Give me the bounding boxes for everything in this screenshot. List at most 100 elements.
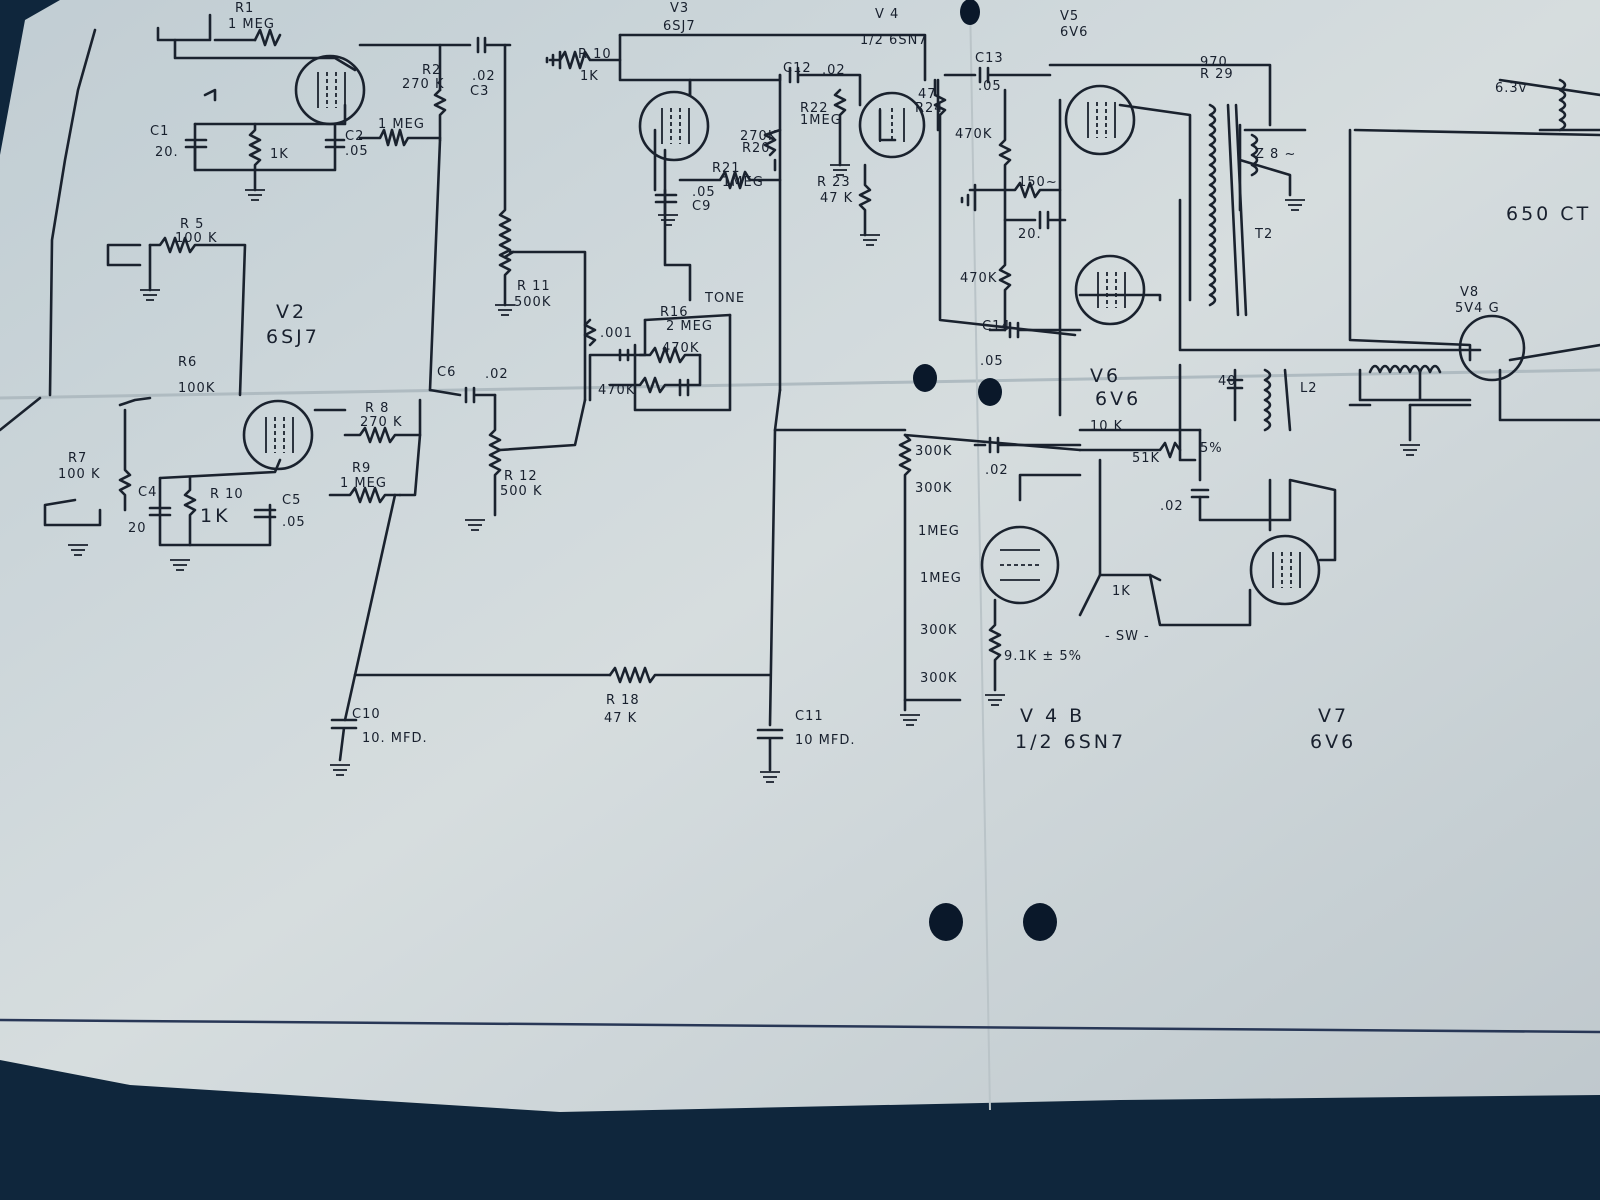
label-c14-value: .05 <box>980 354 1004 369</box>
label-r7-value: 100 K <box>58 467 100 482</box>
label-r1k-switch: 1K <box>1112 584 1131 599</box>
label-r470a: 470K <box>955 127 992 142</box>
label-c20b: 20. <box>1018 227 1042 242</box>
label-c4-value: 20 <box>128 521 147 536</box>
label-r7: R7 <box>68 451 87 466</box>
label-r21-value: 1MEG <box>722 175 764 190</box>
label-r1k-top: 1K <box>270 147 289 162</box>
label-c6-value: .02 <box>485 367 509 382</box>
label-c4: C4 <box>138 485 157 500</box>
label-r22-value: 1MEG <box>800 113 842 128</box>
tube-v7-type: 6V6 <box>1310 731 1356 753</box>
label-r24-value: 47 <box>918 87 937 102</box>
label-r20: R20 <box>742 141 771 156</box>
label-heater: 6.3v <box>1495 81 1527 96</box>
label-c1-value: 20. <box>155 145 179 160</box>
label-r21: R21 <box>712 161 741 176</box>
label-c02a: .02 <box>985 463 1009 478</box>
label-c9: C9 <box>692 199 711 214</box>
label-divider-300k-c: 300K <box>920 623 957 638</box>
label-r8: R 8 <box>365 401 389 416</box>
label-c14: C14 <box>982 319 1011 334</box>
label-r8-value: 270 K <box>360 415 402 430</box>
label-c40: 40 <box>1218 374 1237 389</box>
label-divider-300k-b: 300K <box>915 481 952 496</box>
border-line <box>0 1018 1600 1034</box>
label-r470c: 470K <box>662 341 699 356</box>
label-r2: R2 <box>422 63 441 78</box>
label-1meg-a: 1 MEG <box>378 117 425 132</box>
paper-sheet <box>0 0 1600 1112</box>
label-c2: C2 <box>345 129 364 144</box>
label-r18: R 18 <box>606 693 640 708</box>
label-c5: C5 <box>282 493 301 508</box>
label-t2: T2 <box>1254 227 1273 242</box>
label-c001: .001 <box>600 326 633 341</box>
tube-v4b <box>980 525 1060 605</box>
label-r12-value: 500 K <box>500 484 542 499</box>
fold-crease-vertical <box>969 0 991 1111</box>
label-r6-value: 100K <box>178 381 215 396</box>
label-c11-value: 10 MFD. <box>795 733 856 748</box>
label-r9-value: 1 MEG <box>340 476 387 491</box>
label-z8: Z 8 ~ <box>1255 147 1296 162</box>
choke-l2 <box>1263 368 1292 432</box>
label-r5: R 5 <box>180 217 204 232</box>
label-c12: C12 <box>783 61 812 76</box>
label-divider-1meg-b: 1MEG <box>920 571 962 586</box>
label-r150: 150~ <box>1018 175 1058 190</box>
label-r22: R22 <box>800 101 829 116</box>
label-r9: R9 <box>352 461 371 476</box>
tube-v7-ref: V7 <box>1318 705 1349 727</box>
label-l2: L2 <box>1300 381 1318 396</box>
tube-v8-type: 5V4 G <box>1455 301 1500 316</box>
label-c6: C6 <box>437 365 456 380</box>
label-r23-value: 47 K <box>820 191 853 206</box>
tube-v3-ref: V3 <box>670 1 689 16</box>
label-r51k: 51K <box>1132 451 1160 466</box>
label-r2-value: 270 K <box>402 77 444 92</box>
tube-v6-ref: V6 <box>1090 365 1121 387</box>
label-c02b: .02 <box>1160 499 1184 514</box>
label-r29: R 29 <box>1200 67 1234 82</box>
label-r10b: R 10 <box>210 487 244 502</box>
label-r20-value: 270K <box>740 129 777 144</box>
filter-choke <box>1368 364 1442 374</box>
label-r1: R1 <box>235 1 254 16</box>
label-c13-value: .05 <box>978 79 1002 94</box>
fold-crease <box>0 368 1600 400</box>
label-power-transformer: 650 CT <box>1506 203 1591 225</box>
tube-v6-type: 6V6 <box>1095 388 1141 410</box>
tube-v4a-type: 1/2 6SN7 <box>860 33 928 48</box>
output-transformer-t2 <box>1208 103 1259 317</box>
tube-labels: V2 6SJ7 V3 6SJ7 V 4 1/2 6SN7 V5 6V6 V6 6… <box>266 1 1500 753</box>
label-c9-value: .05 <box>692 185 716 200</box>
label-divider-300k-a: 300K <box>915 444 952 459</box>
tube-v2-type: 6SJ7 <box>266 326 320 348</box>
tube-v4b-ref: V 4 B <box>1020 705 1085 727</box>
label-r11-value: 500K <box>514 295 551 310</box>
label-r10b-value: 1K <box>200 505 231 527</box>
label-c12-value: .02 <box>822 63 846 78</box>
label-r23: R 23 <box>817 175 851 190</box>
label-r6: R6 <box>178 355 197 370</box>
label-c3-value: .02 <box>472 69 496 84</box>
tube-v8 <box>1458 314 1526 382</box>
label-r470d: 470K <box>598 383 635 398</box>
label-r16: R16 <box>660 305 689 320</box>
tube-v8-ref: V8 <box>1460 285 1479 300</box>
label-r12: R 12 <box>504 469 538 484</box>
label-r91k: 9.1K ± 5% <box>1004 649 1082 664</box>
punch-holes <box>913 0 1057 941</box>
tube-v5-type: 6V6 <box>1060 25 1088 40</box>
label-r10a-value: 1K <box>580 69 599 84</box>
tube-v4a <box>858 91 926 159</box>
label-r470b: 470K <box>960 271 997 286</box>
heater-winding <box>1558 78 1567 132</box>
label-r1-value: 1 MEG <box>228 17 275 32</box>
power-supply-box <box>1353 128 1600 137</box>
label-c13: C13 <box>975 51 1004 66</box>
label-r18-value: 47 K <box>604 711 637 726</box>
label-r5-value: 100 K <box>175 231 217 246</box>
